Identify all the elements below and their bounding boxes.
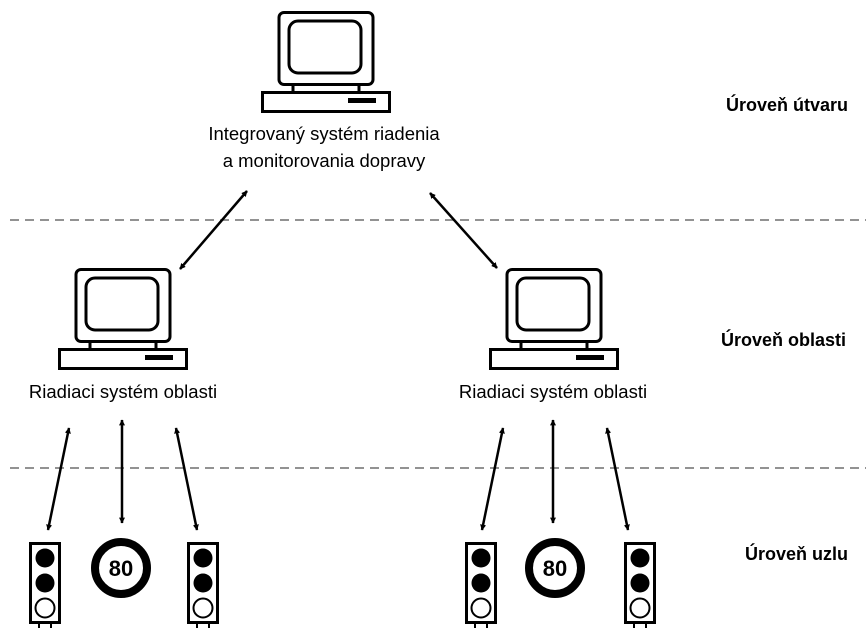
traffic-light-icon-left-2	[187, 542, 219, 628]
speed-limit-value-left: 80	[109, 556, 133, 581]
central-system-label-line2: a monitorovania dopravy	[223, 150, 426, 171]
connection-arrow-right-light1	[480, 427, 505, 531]
connection-arrow-right-light2	[605, 427, 630, 531]
connection-arrow-left-light1	[46, 427, 71, 531]
traffic-light-icon-right-2	[624, 542, 656, 628]
area-system-label-right: Riadiaci systém oblasti	[459, 381, 647, 402]
area-computer-icon-right	[489, 268, 619, 370]
central-system-label-line1: Integrovaný systém riadenia	[208, 123, 440, 144]
speed-limit-sign-left: 80	[91, 538, 151, 598]
level-label-node: Úroveň uzlu	[745, 543, 848, 564]
area-computer-icon-left	[58, 268, 188, 370]
traffic-light-icon-left-1	[29, 542, 61, 628]
central-computer-icon	[261, 11, 391, 113]
area-system-label-left: Riadiaci systém oblasti	[29, 381, 217, 402]
connection-arrow-central-left	[179, 190, 248, 270]
speed-limit-value-right: 80	[543, 556, 567, 581]
speed-limit-sign-right: 80	[525, 538, 585, 598]
connection-arrow-left-light2	[174, 427, 199, 531]
level-label-area: Úroveň oblasti	[721, 329, 846, 350]
connection-arrow-central-right	[429, 192, 498, 269]
level-label-unit: Úroveň útvaru	[726, 94, 848, 115]
traffic-light-icon-right-1	[465, 542, 497, 628]
